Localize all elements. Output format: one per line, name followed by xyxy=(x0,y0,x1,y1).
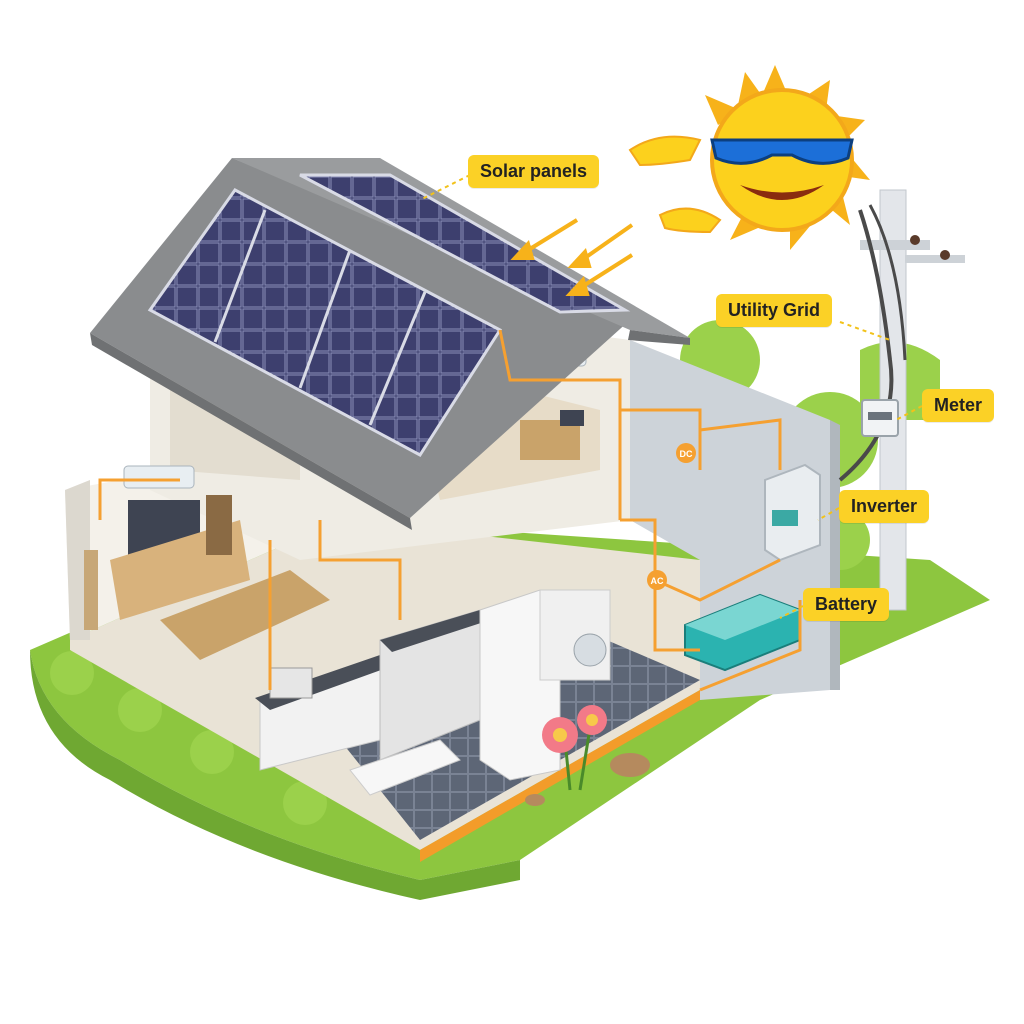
inverter-label: Inverter xyxy=(839,490,930,523)
kitchen xyxy=(255,589,611,796)
bushes xyxy=(50,651,327,825)
dc-tag-label: DC xyxy=(680,449,693,459)
flowers xyxy=(525,705,650,806)
meter-icon xyxy=(861,399,899,437)
ac-tag: AC xyxy=(647,570,667,590)
battery-label: Battery xyxy=(803,588,890,621)
living-room xyxy=(84,465,330,660)
solar-panel-icon xyxy=(147,173,631,457)
sunlight-arrows xyxy=(510,218,634,296)
inverter-icon xyxy=(764,463,821,562)
dc-tag: DC xyxy=(676,443,696,463)
meter-label: Meter xyxy=(922,389,995,422)
sun-icon xyxy=(628,65,870,250)
callout-leaders xyxy=(419,174,923,619)
ac-tag-label: AC xyxy=(651,576,664,586)
utility-grid-label: Utility Grid xyxy=(716,294,833,327)
solar-panels-label: Solar panels xyxy=(468,155,600,188)
